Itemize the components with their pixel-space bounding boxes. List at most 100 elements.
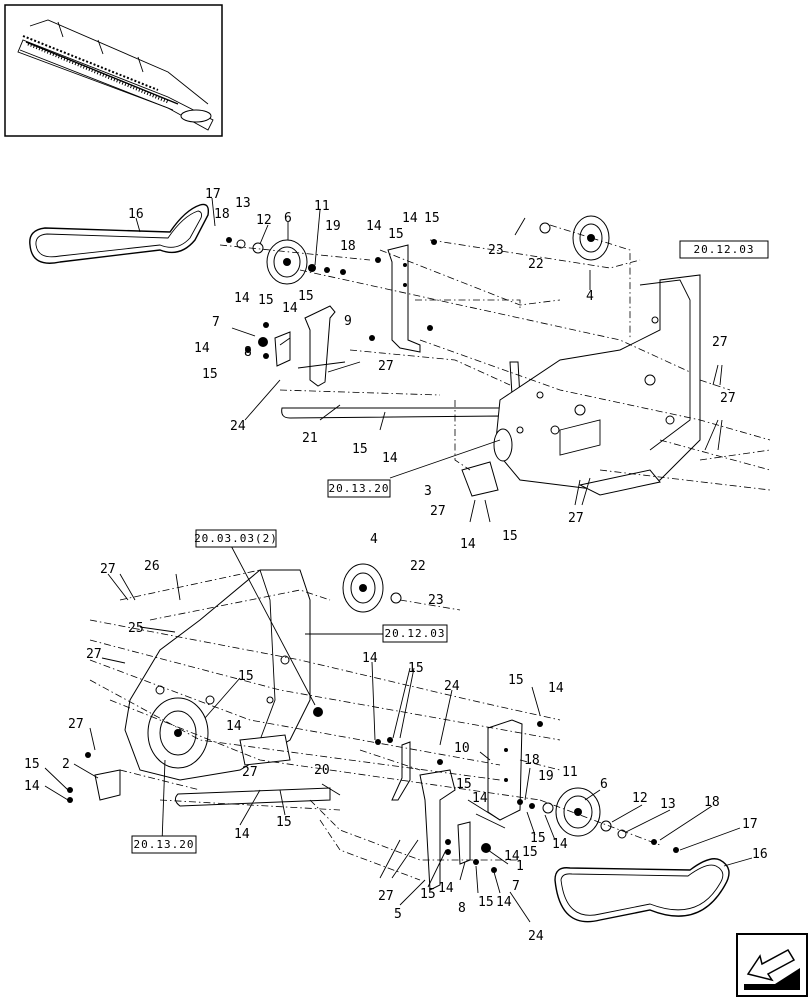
callout: 15 <box>238 669 254 684</box>
callout: 15 <box>408 661 424 676</box>
callout: 27 <box>86 647 102 662</box>
callout: 1 <box>516 859 524 874</box>
callout: 24 <box>528 929 544 944</box>
reference-box-lower-upper[interactable]: 20.03.03(2) <box>194 529 278 548</box>
callout: 15 <box>424 211 440 226</box>
callout: 25 <box>128 621 144 636</box>
callout: 27 <box>712 335 728 350</box>
reference-box-top-right[interactable]: 20.12.03 <box>679 240 769 259</box>
pulley-4-top <box>572 215 610 261</box>
callout: 14 <box>402 211 418 226</box>
callout: 15 <box>202 367 218 382</box>
callout: 18 <box>214 207 230 222</box>
thumbnail <box>4 4 223 137</box>
callout: 15 <box>352 442 368 457</box>
callout: 14 <box>194 341 210 356</box>
callout: 14 <box>438 881 454 896</box>
callouts-top: 17 16 18 13 12 6 11 19 18 14 14 15 15 23… <box>128 187 736 552</box>
callout: 15 <box>508 673 524 688</box>
callout: 18 <box>340 239 356 254</box>
callout: 26 <box>144 559 160 574</box>
pulley-6-lower <box>555 787 601 837</box>
reference-box-lower-left[interactable]: 20.13.20 <box>131 835 197 854</box>
callout: 17 <box>742 817 758 832</box>
callout: 18 <box>524 753 540 768</box>
previous-page-arrow-icon[interactable] <box>736 933 808 997</box>
callout: 19 <box>538 769 554 784</box>
belt-16 <box>29 203 210 264</box>
callout: 15 <box>530 831 546 846</box>
callout: 11 <box>314 199 330 214</box>
callout: 27 <box>378 889 394 904</box>
callout: 14 <box>496 895 512 910</box>
callout: 14 <box>472 791 488 806</box>
bottom-assembly <box>44 539 753 923</box>
callout: 16 <box>128 207 144 222</box>
callout: 24 <box>444 679 460 694</box>
callout: 12 <box>632 791 648 806</box>
callout: 5 <box>394 907 402 922</box>
callout: 14 <box>460 537 476 552</box>
callout: 14 <box>234 291 250 306</box>
callout: 14 <box>226 719 242 734</box>
pulley-6 <box>266 239 308 285</box>
callout: 14 <box>362 651 378 666</box>
svg-text:20.12.03: 20.12.03 <box>385 627 446 640</box>
callout: 21 <box>302 431 318 446</box>
callout: 14 <box>552 837 568 852</box>
svg-text:20.12.03: 20.12.03 <box>694 243 755 256</box>
callout: 14 <box>366 219 382 234</box>
callout: 8 <box>458 901 466 916</box>
callout: 10 <box>454 741 470 756</box>
callout: 14 <box>548 681 564 696</box>
callout: 24 <box>230 419 246 434</box>
callout: 27 <box>720 391 736 406</box>
callout: 12 <box>256 213 272 228</box>
callout: 8 <box>244 345 252 360</box>
callout: 23 <box>428 593 444 608</box>
callouts-bottom: 27 26 4 22 23 25 27 15 27 15 14 14 15 24… <box>24 532 768 944</box>
callout: 14 <box>234 827 250 842</box>
top-assembly <box>29 197 771 523</box>
callout: 27 <box>568 511 584 526</box>
callout: 27 <box>378 359 394 374</box>
callout: 6 <box>284 211 292 226</box>
reference-box-lower-mid[interactable]: 20.12.03 <box>382 624 448 643</box>
callout: 19 <box>325 219 341 234</box>
callout: 23 <box>488 243 504 258</box>
callout: 13 <box>660 797 676 812</box>
callout: 22 <box>528 257 544 272</box>
callout: 11 <box>562 765 578 780</box>
callout: 15 <box>258 293 274 308</box>
callout: 14 <box>504 849 520 864</box>
callout: 14 <box>282 301 298 316</box>
callout: 15 <box>522 845 538 860</box>
pulley-4-bottom <box>342 563 384 613</box>
callout: 18 <box>704 795 720 810</box>
callout: 15 <box>456 777 472 792</box>
reference-box-top-left-mid[interactable]: 20.13.20 <box>327 479 391 498</box>
belt-16-lower <box>554 858 730 923</box>
callout: 27 <box>68 717 84 732</box>
callout: 13 <box>235 196 251 211</box>
callout: 15 <box>24 757 40 772</box>
svg-text:20.13.20: 20.13.20 <box>134 838 195 851</box>
callout: 15 <box>420 887 436 902</box>
callout: 15 <box>388 227 404 242</box>
callout: 7 <box>512 879 520 894</box>
callout: 15 <box>276 815 292 830</box>
callout: 20 <box>314 763 330 778</box>
callout: 15 <box>502 529 518 544</box>
callout: 22 <box>410 559 426 574</box>
callout: 14 <box>24 779 40 794</box>
callout: 27 <box>430 504 446 519</box>
callout: 2 <box>62 757 70 772</box>
callout: 6 <box>600 777 608 792</box>
svg-text:20.03.03(2): 20.03.03(2) <box>194 532 278 545</box>
callout: 27 <box>100 562 116 577</box>
callout: 17 <box>205 187 221 202</box>
callout: 15 <box>478 895 494 910</box>
frame-top <box>461 274 701 497</box>
svg-text:20.13.20: 20.13.20 <box>329 482 390 495</box>
